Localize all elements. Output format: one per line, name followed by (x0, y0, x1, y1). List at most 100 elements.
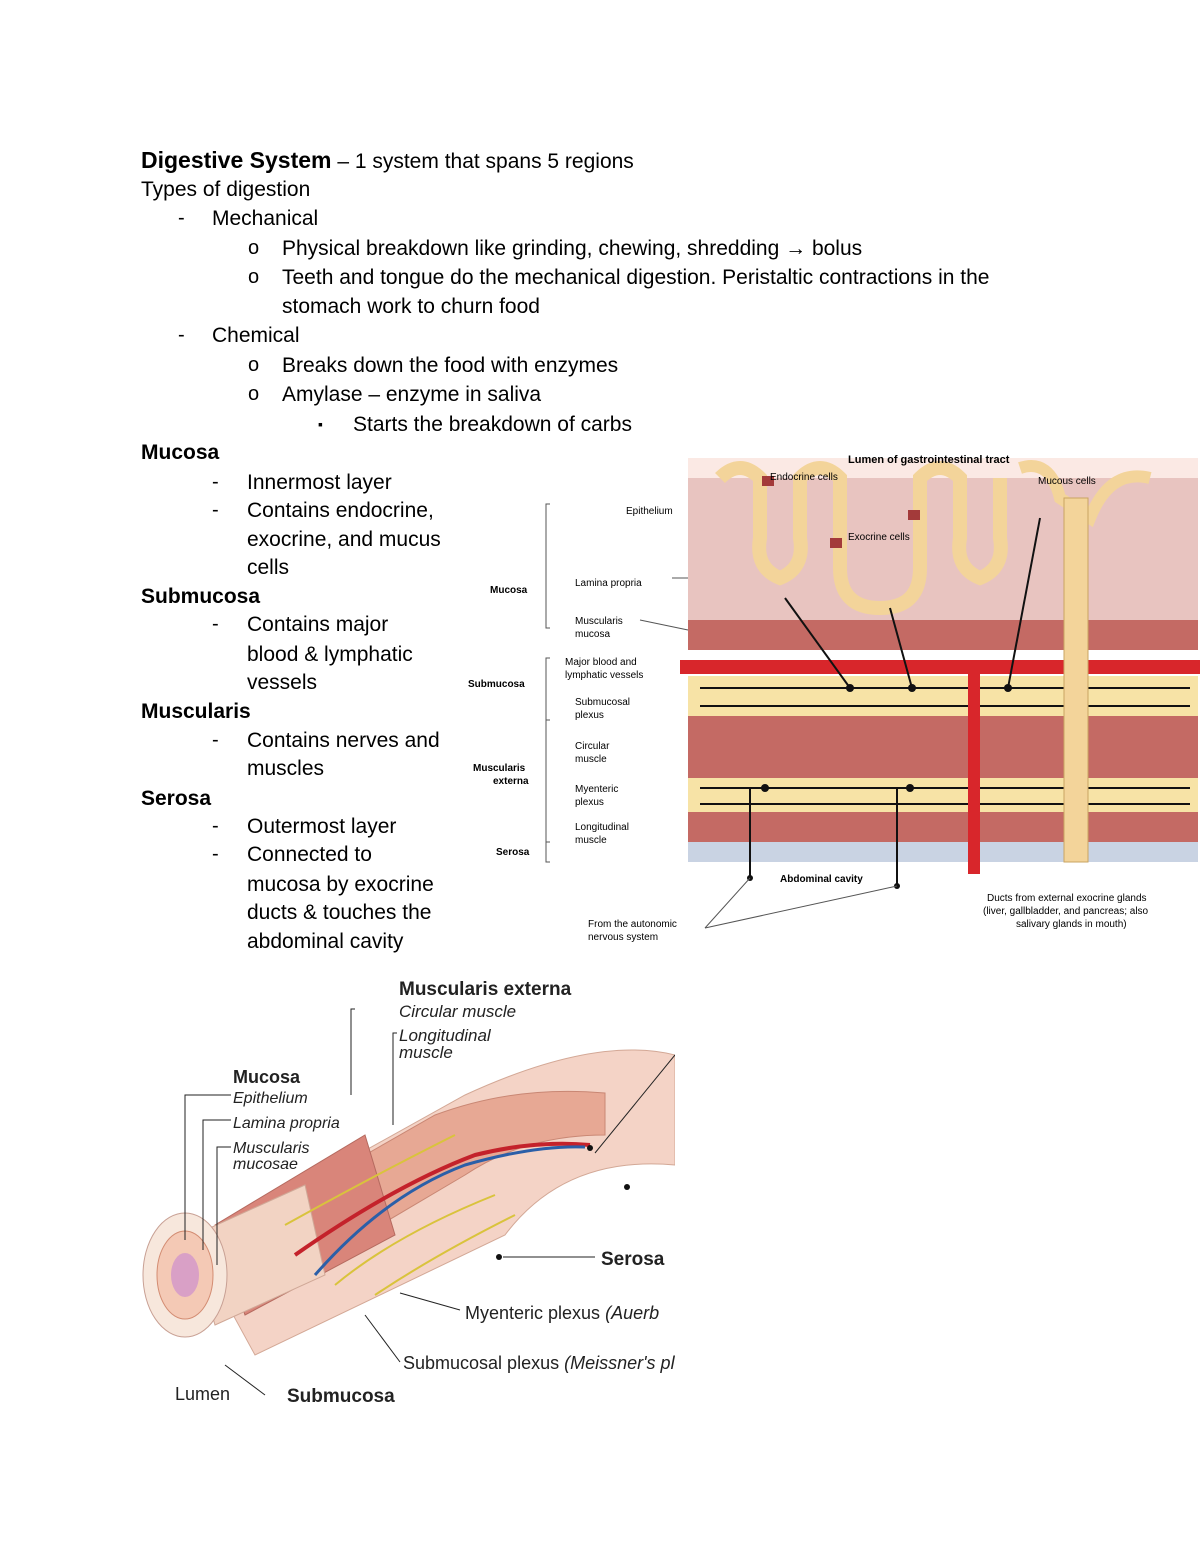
gi-wall-diagram: Lumen of gastrointestinal tract Endocrin… (468, 454, 1200, 943)
vertical-blood-vessel (968, 674, 980, 874)
dash-marker: - (212, 843, 219, 865)
lumen-label: Lumen (175, 1384, 230, 1404)
artery (293, 1141, 591, 1257)
epithelium-label: Epithelium (626, 506, 673, 517)
mucous-cells-label: Mucous cells (1038, 476, 1096, 487)
label-dot (587, 1145, 593, 1151)
nerve-fiber (1007, 517, 1041, 689)
serosa-item-1: Outermost layer (247, 815, 397, 838)
muscularis-item-line-2: muscles (247, 757, 325, 780)
submucosa-item-line-3: vessels (247, 671, 318, 694)
vein (313, 1145, 586, 1276)
dash-marker: - (212, 471, 219, 493)
myenteric-plexus-label-1: Myenteric (575, 784, 618, 795)
leader-line (392, 1032, 397, 1125)
lumen-folds (171, 1253, 199, 1297)
circular-muscle-label-1: Circular (575, 741, 610, 752)
ganglion-dot (846, 684, 854, 692)
submucosal-plexus-text: Submucosal plexus (403, 1353, 559, 1373)
muscularis-heading: Muscularis (141, 700, 251, 723)
ganglion-dot (761, 784, 769, 792)
submucosa-layer (688, 676, 1198, 716)
longitudinal-muscle-label-1: Longitudinal (575, 822, 629, 833)
epithelium-label: Epithelium (233, 1090, 308, 1107)
ducts-label-1: Ducts from external exocrine glands (987, 893, 1147, 904)
muscularis-mucosa-label-2: mucosa (575, 629, 610, 640)
submucosa-label: Submucosa (468, 679, 525, 690)
mucosa-heading: Mucosa (141, 441, 220, 464)
serosa-label: Serosa (496, 847, 530, 858)
submucosa-leader (224, 1364, 266, 1396)
square-marker: ▪ (318, 416, 323, 432)
leader-line (184, 1094, 231, 1240)
longitudinal-muscle-layer (688, 812, 1198, 842)
types-heading: Types of digestion (141, 178, 311, 201)
lamina-propria-label: Lamina propria (575, 578, 642, 589)
serosa-item-2-line-3: ducts & touches the (247, 901, 432, 924)
circle-marker: o (248, 266, 260, 288)
autonomic-label-2: nervous system (588, 932, 658, 943)
circle-marker: o (248, 237, 260, 259)
muscularis-mucosae-label-1: Muscularis (233, 1140, 309, 1157)
myenteric-leader (399, 1292, 461, 1311)
serosa-item-2-line-4: abdominal cavity (247, 930, 404, 953)
mucosa-item-2-line-1: Contains endocrine, (247, 499, 434, 522)
title-rest: – 1 system that spans 5 regions (331, 150, 634, 173)
submucosa-item-line-2: blood & lymphatic (247, 643, 413, 666)
lumen-label: Lumen of gastrointestinal tract (848, 454, 1010, 466)
chemical-bullet-2: Amylase – enzyme in saliva (282, 383, 542, 406)
autonomic-label-1: From the autonomic (588, 919, 677, 930)
muscularis-externa-label: Muscularis externa (399, 979, 572, 1000)
ganglion-dot (906, 784, 914, 792)
serosa-bracket (545, 841, 550, 863)
chemical-label: Chemical (212, 324, 300, 347)
submucosal-leader (364, 1314, 401, 1363)
submucosal-plexus-label-1: Submucosal (575, 697, 630, 708)
endocrine-cell-marker (908, 510, 920, 520)
leader-line (704, 885, 898, 929)
circle-marker: o (248, 383, 260, 405)
dash-marker: - (178, 207, 185, 229)
myenteric-layer (688, 778, 1198, 812)
submucosa-heading: Submucosa (141, 585, 261, 608)
major-vessels-label-1: Major blood and (565, 657, 637, 668)
major-blood-vessel (680, 660, 1200, 674)
mucosa-label: Mucosa (490, 585, 528, 596)
nerve-fiber (784, 597, 851, 689)
dash-marker: - (212, 613, 219, 635)
ducts-label-2: (liver, gallbladder, and pancreas; also (983, 906, 1149, 917)
dash-marker: - (212, 499, 219, 521)
myenteric-plexus-label-2: plexus (575, 797, 604, 808)
submucosal-plexus-label: Submucosal plexus (Meissner's ple (403, 1353, 675, 1373)
abdominal-cavity-label: Abdominal cavity (780, 874, 863, 885)
myenteric-plexus-text: Myenteric plexus (465, 1303, 600, 1323)
endocrine-cells-label: Endocrine cells (770, 472, 838, 483)
ducts-label-3: salivary glands in mouth) (1016, 919, 1127, 930)
gi-tube-diagram: Muscularis externa Circular muscle Longi… (142, 979, 675, 1407)
muscularis-mucosa-label-1: Muscularis (575, 616, 623, 627)
submucosal-plexus-label-2: plexus (575, 710, 604, 721)
ganglion-dot (908, 684, 916, 692)
mucosa-bracket (545, 503, 550, 629)
leader-line (594, 1054, 675, 1154)
submucosa-item-line-1: Contains major (247, 613, 389, 636)
leader-line (704, 877, 751, 929)
circular-muscle-layer (688, 716, 1198, 778)
dash-marker: - (178, 324, 185, 346)
muscularis-item-line-1: Contains nerves and (247, 729, 440, 752)
chemical-sub-bullet: Starts the breakdown of carbs (353, 413, 632, 436)
page-title: Digestive System – 1 system that spans 5… (141, 146, 634, 176)
circular-muscle-label-2: muscle (575, 754, 607, 765)
chemical-bullet-1: Breaks down the food with enzymes (282, 354, 619, 377)
leader-line (216, 1146, 231, 1265)
endocrine-cell-marker (762, 476, 774, 486)
label-dot (496, 1254, 502, 1260)
dash-marker: - (212, 815, 219, 837)
muscularis-mucosae-label-2: mucosae (233, 1156, 298, 1173)
exocrine-cells-label: Exocrine cells (848, 532, 910, 543)
longitudinal-muscle-label-2: muscle (575, 835, 607, 846)
mechanical-bullet-1: Physical breakdown like grinding, chewin… (282, 237, 863, 260)
muscularis-externa-label-2: externa (493, 776, 529, 787)
mechanical-label: Mechanical (212, 207, 319, 230)
